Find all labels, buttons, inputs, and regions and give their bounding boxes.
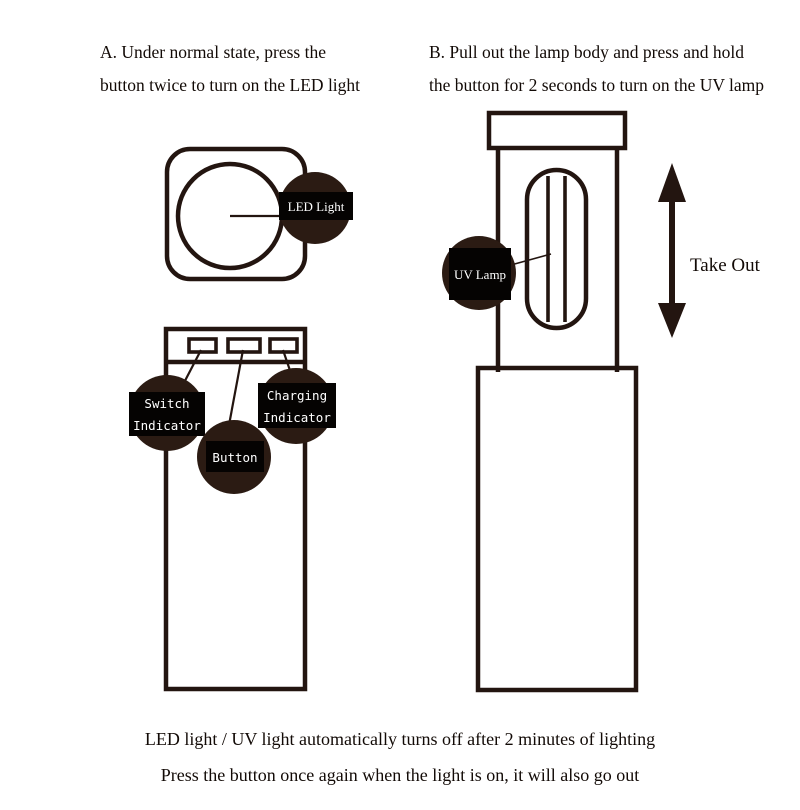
handheld-body bbox=[163, 326, 308, 692]
button-leader-line bbox=[227, 349, 245, 426]
callout-switch-indicator-band bbox=[129, 392, 205, 436]
callout-switch-indicator-label-line1: Switch bbox=[144, 396, 189, 411]
switch-indicator-slot bbox=[187, 337, 218, 354]
callout-uv-lamp: UV Lamp bbox=[442, 236, 516, 310]
caption-line1: LED light / UV light automatically turns… bbox=[145, 729, 655, 749]
heading-right: B. Pull out the lamp body and press and … bbox=[429, 42, 764, 95]
heading-right-line1: B. Pull out the lamp body and press and … bbox=[429, 42, 744, 62]
take-out-arrow-head-down-icon bbox=[658, 303, 686, 338]
callout-button-band bbox=[206, 441, 264, 472]
uv-lamp-tube-outline bbox=[524, 167, 589, 331]
callout-button: Button bbox=[197, 420, 271, 494]
callout-led-light-label: LED Light bbox=[288, 199, 345, 214]
heading-right-line2: the button for 2 seconds to turn on the … bbox=[429, 75, 764, 95]
heading-left-line2: button twice to turn on the LED light bbox=[100, 75, 360, 95]
uv-lamp-cap bbox=[486, 110, 628, 151]
callout-charging-indicator: Charging Indicator bbox=[258, 368, 336, 444]
heading-left: A. Under normal state, press the button … bbox=[100, 42, 360, 95]
callout-switch-indicator: Switch Indicator bbox=[129, 375, 205, 451]
take-out-arrow-head-up-icon bbox=[658, 163, 686, 202]
button-slot bbox=[226, 337, 262, 354]
take-out-arrow: Take Out bbox=[658, 163, 761, 338]
callout-switch-indicator-label-line2: Indicator bbox=[133, 418, 201, 433]
footer-captions: LED light / UV light automatically turns… bbox=[145, 729, 655, 785]
callout-charging-indicator-label-line2: Indicator bbox=[263, 410, 331, 425]
callout-charging-indicator-band bbox=[258, 383, 336, 428]
handheld-body-outline bbox=[163, 326, 308, 692]
callout-uv-lamp-label: UV Lamp bbox=[454, 267, 506, 282]
callout-charging-indicator-label-line1: Charging bbox=[267, 388, 327, 403]
callout-led-light-band bbox=[279, 192, 353, 220]
caption-line2: Press the button once again when the lig… bbox=[161, 765, 639, 785]
uv-lower-body-outline bbox=[475, 365, 639, 693]
callout-button-label: Button bbox=[212, 450, 257, 465]
take-out-arrow-shaft bbox=[669, 200, 675, 306]
callout-uv-lamp-band bbox=[449, 248, 511, 300]
heading-left-line1: A. Under normal state, press the bbox=[100, 42, 326, 62]
callout-led-light: LED Light bbox=[279, 172, 353, 244]
take-out-label: Take Out bbox=[690, 255, 761, 276]
